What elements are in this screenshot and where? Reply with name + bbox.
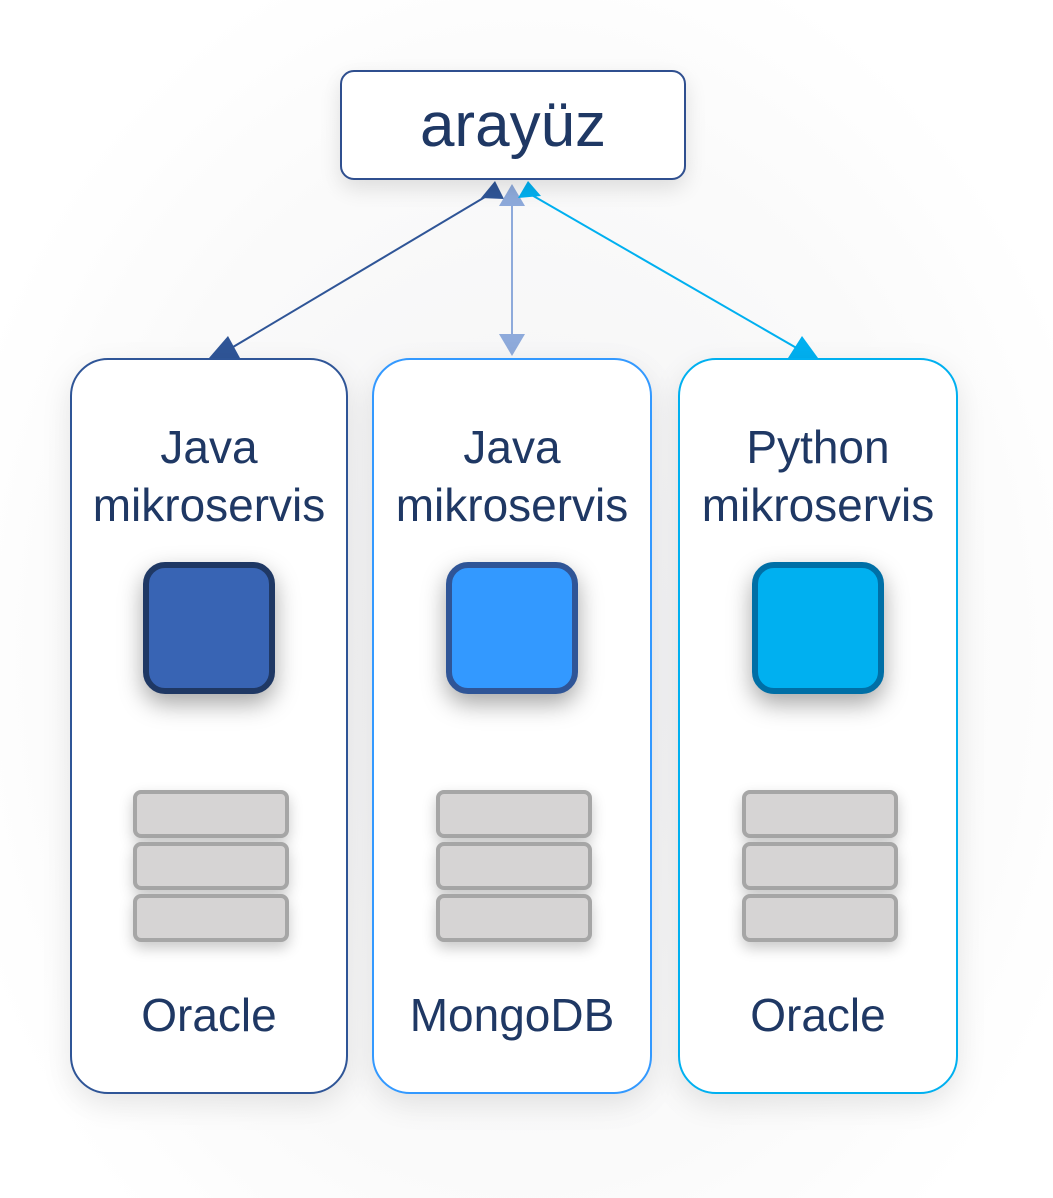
edge-top-service-3: [529, 193, 801, 351]
service-title-line2: mikroservis: [395, 479, 629, 531]
service-node-2: Java mikroservis MongoDB: [372, 358, 652, 1094]
database-disk: [436, 894, 592, 942]
service-title: Java mikroservis: [72, 418, 346, 534]
database-disk: [133, 790, 289, 838]
database-icon: [742, 790, 898, 946]
service-title-line2: mikroservis: [92, 479, 326, 531]
database-icon: [133, 790, 289, 946]
database-disk: [742, 790, 898, 838]
service-title-line1: Java: [160, 421, 258, 473]
app-icon: [143, 562, 275, 694]
interface-label: arayüz: [419, 90, 607, 160]
service-title-line1: Python: [746, 421, 890, 473]
arrowhead-service-1: [209, 336, 240, 358]
arrowhead-top-1: [481, 181, 504, 199]
arrowhead-service-3: [788, 336, 818, 358]
app-icon: [446, 562, 578, 694]
database-disk: [133, 842, 289, 890]
database-disk: [742, 894, 898, 942]
database-disk: [436, 790, 592, 838]
arrowhead-service-2: [499, 334, 525, 356]
database-disk: [133, 894, 289, 942]
arrowhead-top-2: [499, 184, 525, 206]
service-title-line1: Java: [463, 421, 561, 473]
database-icon: [436, 790, 592, 946]
database-label: MongoDB: [409, 989, 615, 1041]
edge-top-service-1: [227, 193, 491, 351]
database-disk: [742, 842, 898, 890]
service-title: Python mikroservis: [680, 418, 956, 534]
arrowhead-top-3: [518, 181, 541, 198]
interface-node: arayüz: [340, 70, 686, 180]
app-icon: [752, 562, 884, 694]
database-label: Oracle: [750, 989, 886, 1041]
service-node-1: Java mikroservis Oracle: [70, 358, 348, 1094]
service-node-3: Python mikroservis Oracle: [678, 358, 958, 1094]
service-title: Java mikroservis: [374, 418, 650, 534]
database-label: Oracle: [141, 989, 277, 1041]
service-title-line2: mikroservis: [701, 479, 935, 531]
database-disk: [436, 842, 592, 890]
